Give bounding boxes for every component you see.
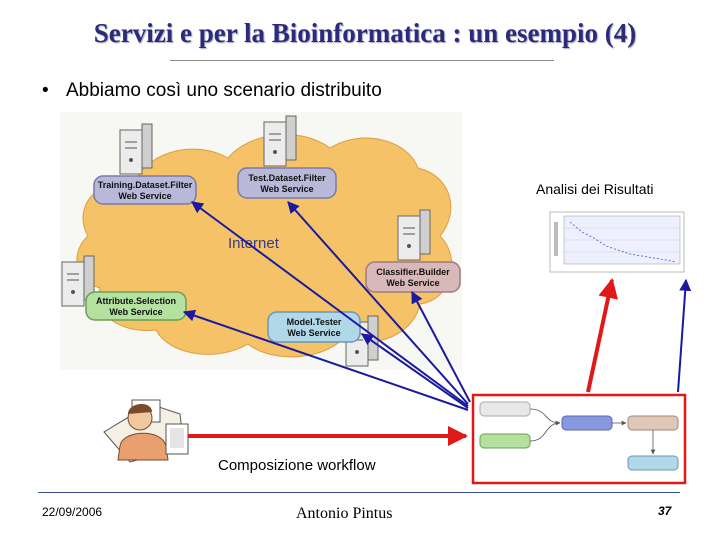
results-label: Analisi dei Risultati: [536, 181, 654, 197]
footer-author: Antonio Pintus: [296, 505, 393, 522]
service-type: Web Service: [386, 278, 439, 288]
server-icon: [263, 115, 297, 167]
service-type: Web Service: [260, 184, 313, 194]
title-divider: [170, 60, 554, 61]
service-type: Web Service: [118, 191, 171, 201]
slide-number: 37: [658, 504, 672, 518]
service-type: Web Service: [109, 307, 162, 317]
service-name: Training.Dataset.Filter: [98, 180, 193, 190]
slide-title: Servizi e per la Bioinformatica : un ese…: [93, 18, 637, 48]
bullet-item: • Abbiamo così uno scenario distribuito: [42, 80, 382, 102]
service-name: Test.Dataset.Filter: [248, 173, 326, 183]
footer-divider: [38, 492, 680, 493]
service-type: Web Service: [287, 328, 340, 338]
service-test-dataset-filter: Test.Dataset.Filter Web Service: [237, 167, 337, 199]
service-classifier-builder: Classifier.Builder Web Service: [365, 261, 461, 293]
person-at-computer-icon: [103, 399, 189, 463]
internet-label: Internet: [228, 235, 280, 252]
footer-date: 22/09/2006: [42, 505, 103, 519]
service-name: Classifier.Builder: [376, 267, 450, 277]
server-icon: [397, 209, 431, 261]
service-training-dataset-filter: Training.Dataset.Filter Web Service: [93, 175, 197, 205]
service-attribute-selection: Attribute.Selection Web Service: [85, 291, 187, 321]
workflow-label: Composizione workflow: [218, 457, 376, 474]
service-name: Model.Tester: [287, 317, 342, 327]
results-chart-thumbnail: [549, 211, 685, 273]
bullet-text: Abbiamo così uno scenario distribuito: [66, 80, 382, 101]
workflow-composition-box: [471, 393, 687, 485]
server-icon: [119, 123, 153, 175]
bullet-dot-icon: •: [42, 80, 49, 101]
service-name: Attribute.Selection: [96, 296, 176, 306]
